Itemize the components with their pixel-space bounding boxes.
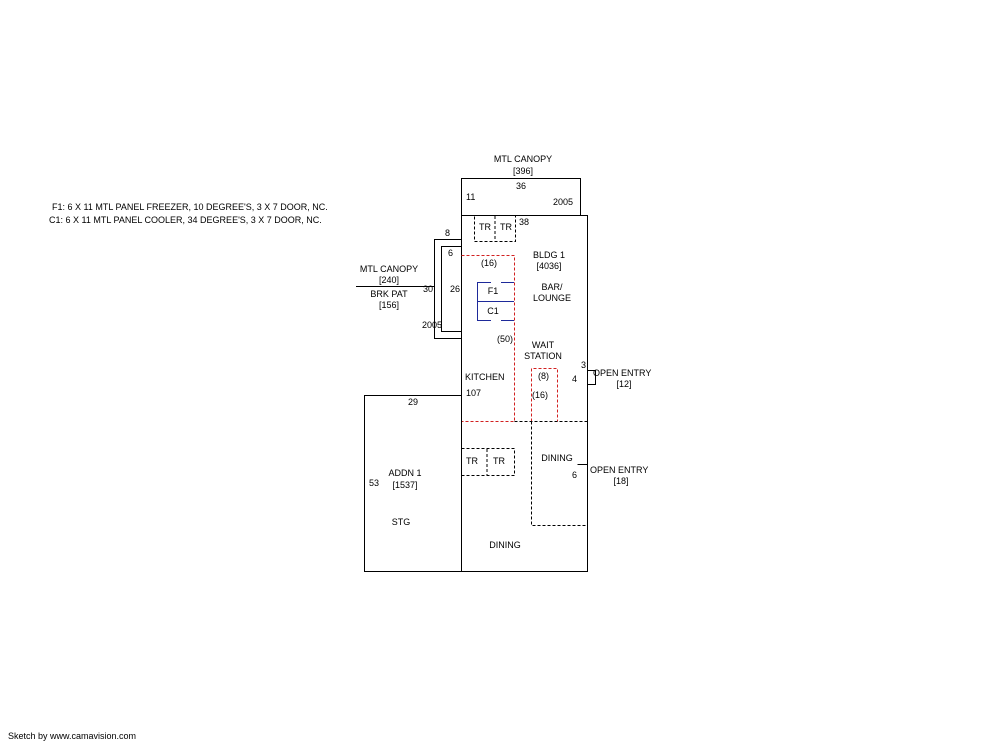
dim-16a: (16) bbox=[481, 258, 497, 268]
side-canopy-area: [240] bbox=[379, 275, 399, 285]
note-freezer: F1: 6 X 11 MTL PANEL FREEZER, 10 DEGREE'… bbox=[52, 202, 328, 212]
top-canopy: MTL CANOPY [396] 36 11 2005 bbox=[461, 154, 581, 216]
kitchen-label: KITCHEN bbox=[465, 372, 505, 382]
open-entry-1-dim-top: 3 bbox=[581, 360, 586, 370]
side-canopy-inner-dim: 6 bbox=[448, 248, 453, 258]
building-1: TR TR 38 (16) (50) KITCHEN 107 F1 C1 BLD… bbox=[461, 215, 588, 572]
building-outline bbox=[461, 215, 588, 572]
side-canopy-name: MTL CANOPY bbox=[360, 264, 418, 274]
dining-inner-outline bbox=[531, 421, 587, 526]
addition-1: 29 53 ADDN 1 [1537] STG bbox=[364, 395, 462, 572]
cooler-label: C1 bbox=[487, 306, 499, 316]
top-canopy-area: [396] bbox=[513, 166, 533, 176]
side-canopy-outer-dim: 30 bbox=[423, 284, 433, 294]
tr-label-1: TR bbox=[479, 222, 491, 232]
side-canopy-outer bbox=[434, 239, 462, 339]
building-top-dim: 38 bbox=[519, 217, 529, 227]
bar-lounge-label: BAR/LOUNGE bbox=[533, 282, 571, 303]
dim-16b: (16) bbox=[532, 390, 548, 400]
side-canopy-top-dim: 8 bbox=[445, 228, 450, 238]
addition-outline bbox=[364, 395, 462, 572]
footer-credit: Sketch by www.camavision.com bbox=[8, 731, 137, 741]
notes: F1: 6 X 11 MTL PANEL FREEZER, 10 DEGREE'… bbox=[49, 202, 328, 225]
top-canopy-year: 2005 bbox=[553, 197, 573, 207]
patio-area: [156] bbox=[379, 300, 399, 310]
open-entry-2-name: OPEN ENTRY bbox=[590, 465, 648, 475]
open-entry-1-outline bbox=[587, 370, 596, 385]
open-entry-1: 3 4 OPEN ENTRY [12] bbox=[572, 360, 651, 389]
dim-8: (8) bbox=[538, 371, 549, 381]
top-canopy-depth-dim: 11 bbox=[466, 192, 475, 202]
open-entry-1-name: OPEN ENTRY bbox=[593, 368, 651, 378]
tr-label-2: TR bbox=[500, 222, 512, 232]
addition-area: [1537] bbox=[392, 480, 417, 490]
side-canopy-year: 2005 bbox=[422, 320, 442, 330]
addition-use: STG bbox=[392, 517, 411, 527]
tr-room-top bbox=[474, 215, 516, 242]
wait-station-outline bbox=[531, 368, 558, 422]
dim-50: (50) bbox=[497, 334, 513, 344]
kitchen-outline bbox=[461, 255, 515, 422]
open-entry-1-area: [12] bbox=[616, 379, 631, 389]
side-canopy-depth-dim: 26 bbox=[450, 284, 460, 294]
addition-top-dim: 29 bbox=[408, 397, 418, 407]
freezer-label: F1 bbox=[488, 286, 499, 296]
open-entry-2-dim-side: 6 bbox=[572, 470, 577, 480]
note-cooler: C1: 6 X 11 MTL PANEL COOLER, 34 DEGREE'S… bbox=[49, 215, 322, 225]
top-canopy-width-dim: 36 bbox=[516, 181, 526, 191]
addition-name: ADDN 1 bbox=[388, 468, 421, 478]
tr-label-4: TR bbox=[493, 456, 505, 466]
patio-name: BRK PAT bbox=[370, 289, 408, 299]
open-entry-2: 6 OPEN ENTRY [18] bbox=[572, 464, 648, 486]
building-name: BLDG 1 bbox=[533, 250, 565, 260]
open-entry-2-area: [18] bbox=[613, 476, 628, 486]
dining-right-label: DINING bbox=[541, 453, 573, 463]
building-area: [4036] bbox=[536, 261, 561, 271]
addition-side-dim: 53 bbox=[369, 478, 379, 488]
kitchen-dim: 107 bbox=[466, 388, 481, 398]
dining-bottom-label: DINING bbox=[489, 540, 521, 550]
open-entry-1-dim-side: 4 bbox=[572, 374, 577, 384]
side-canopy: MTL CANOPY [240] BRK PAT [156] 8 6 30 26… bbox=[356, 228, 462, 339]
top-canopy-name: MTL CANOPY bbox=[494, 154, 552, 164]
tr-label-3: TR bbox=[466, 456, 478, 466]
side-canopy-inner bbox=[441, 246, 462, 332]
